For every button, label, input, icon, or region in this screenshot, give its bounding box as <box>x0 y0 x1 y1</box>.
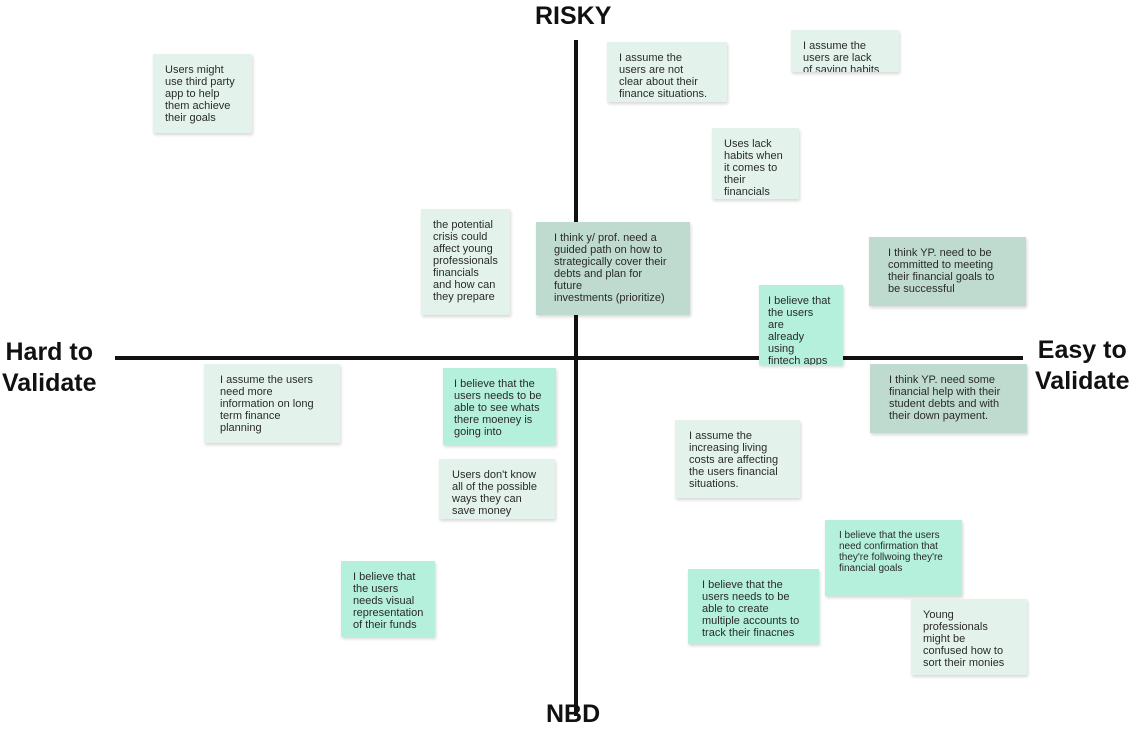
sticky-note-student-debts[interactable]: I think YP. need some financial help wit… <box>870 364 1027 433</box>
axis-label-right: Easy to Validate <box>1035 336 1130 395</box>
sticky-note-confirmation[interactable]: I believe that the users need confirmati… <box>825 520 962 596</box>
sticky-note-sort-monies[interactable]: Young professionals might be confused ho… <box>911 599 1027 675</box>
sticky-note-third-party-app[interactable]: Users might use third party app to help … <box>153 54 252 133</box>
sticky-note-finance-situations[interactable]: I assume the users are not clear about t… <box>607 42 727 102</box>
sticky-note-multiple-accounts[interactable]: I believe that the users needs to be abl… <box>688 569 819 644</box>
sticky-note-committed-goals[interactable]: I think YP. need to be committed to meet… <box>869 237 1026 306</box>
sticky-note-lack-habits[interactable]: Uses lack habits when it comes to their … <box>712 128 799 199</box>
sticky-note-potential-crisis[interactable]: the potential crisis could affect young … <box>421 209 510 315</box>
axis-label-bottom: NBD <box>546 700 601 728</box>
axis-label-left: Hard to Validate <box>2 338 97 397</box>
sticky-note-see-money[interactable]: I believe that the users needs to be abl… <box>443 368 556 445</box>
vertical-axis <box>574 40 578 716</box>
sticky-note-long-term-planning[interactable]: I assume the users need more information… <box>204 364 340 443</box>
sticky-note-visual-representation[interactable]: I believe that the users needs visual re… <box>341 561 435 637</box>
sticky-note-save-money-ways[interactable]: Users don't know all of the possible way… <box>439 459 555 519</box>
sticky-note-saving-habits[interactable]: I assume the users are lack of saving ha… <box>791 30 899 72</box>
sticky-note-living-costs[interactable]: I assume the increasing living costs are… <box>675 420 800 498</box>
axis-label-top: RISKY <box>535 2 612 30</box>
horizontal-axis <box>115 356 1023 360</box>
sticky-note-fintech-apps[interactable]: I believe that the users are already usi… <box>759 285 843 365</box>
sticky-note-guided-path[interactable]: I think y/ prof. need a guided path on h… <box>536 222 690 315</box>
